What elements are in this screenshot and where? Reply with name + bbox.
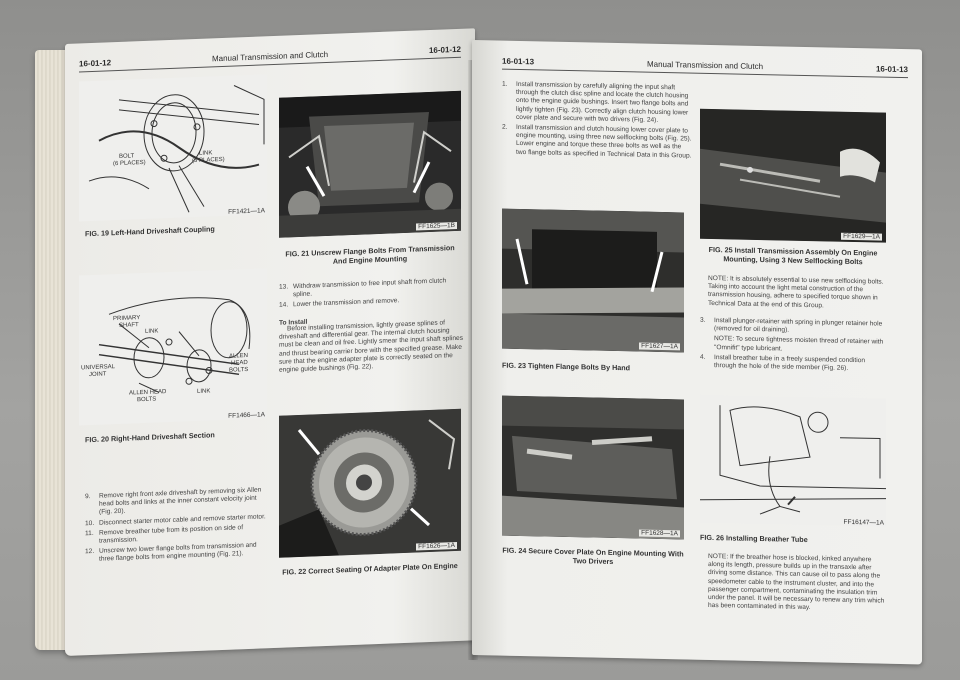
- fig-label: LINK: [197, 388, 211, 395]
- figure-caption: FIG. 21 Unscrew Flange Bolts From Transm…: [285, 243, 455, 266]
- fig-label: BOLTS: [229, 366, 249, 374]
- fig20-drawing: PRIMARY SHAFT LINK UNIVERSAL JOINT ALLEN…: [79, 268, 267, 426]
- fig26-drawing: FF16147—1A: [700, 394, 886, 527]
- figure-code: FF1628—1A: [639, 529, 680, 538]
- driveshaft-section-illustration: [98, 297, 251, 393]
- open-manual: 16-01-12 Manual Transmission and Clutch …: [30, 20, 930, 665]
- instruction-list: 9.Remove right front axle driveshaft by …: [85, 486, 271, 567]
- fig22-photo: FF1626—1A: [279, 408, 461, 558]
- figure-code: FF1466—1A: [228, 411, 265, 420]
- figure-caption: FIG. 19 Left-Hand Driveshaft Coupling: [85, 224, 215, 239]
- fig-label: BOLTS: [137, 396, 157, 404]
- list-item: 1.Install transmission by carefully alig…: [502, 80, 689, 124]
- figure-code: FF1627—1A: [639, 342, 680, 351]
- transmission-assembly-photo: [700, 108, 886, 243]
- fig21-photo: FF1625—1B: [279, 90, 461, 238]
- transmission-photo: [279, 90, 461, 238]
- page-title: Manual Transmission and Clutch: [646, 59, 764, 72]
- right-page: 16-01-13 Manual Transmission and Clutch …: [472, 40, 922, 665]
- note: NOTE: If the breather hose is blocked, k…: [708, 552, 885, 612]
- left-page-header: 16-01-12 Manual Transmission and Clutch …: [79, 45, 461, 76]
- instruction-list: 1.Install transmission by carefully alig…: [502, 81, 692, 163]
- fig25-photo: FF1629—1A: [700, 108, 886, 243]
- right-page-header: 16-01-13 Manual Transmission and Clutch …: [502, 57, 908, 82]
- page-number: 16-01-13: [875, 64, 908, 75]
- figure-caption: FIG. 26 Installing Breather Tube: [700, 532, 808, 545]
- fig-label: (6 PLACES): [113, 159, 146, 168]
- adapter-plate-photo: [279, 408, 461, 558]
- figure-code: FF16147—1A: [843, 518, 884, 527]
- cover-plate-photo: [502, 395, 684, 540]
- fig-label: JOINT: [89, 371, 107, 379]
- breather-tube-illustration: [700, 405, 886, 515]
- left-page: 16-01-12 Manual Transmission and Clutch …: [65, 28, 475, 656]
- figure-code: FF1629—1A: [841, 232, 882, 241]
- list-item: 3.Install plunger-retainer with spring i…: [700, 316, 883, 334]
- fig24-photo: FF1628—1A: [502, 395, 684, 540]
- figure-caption: FIG. 20 Right-Hand Driveshaft Section: [85, 430, 215, 445]
- flange-bolts-photo: [502, 208, 684, 353]
- fig-label: (3 PLACES): [192, 156, 225, 165]
- figure-code: FF1421—1A: [228, 207, 265, 216]
- list-item: 4.Install breather tube in a freely susp…: [700, 353, 866, 372]
- fig23-photo: FF1627—1A: [502, 208, 684, 353]
- paragraph: Before installing transmission, lightly …: [279, 319, 463, 374]
- fig-label: SHAFT: [119, 322, 139, 329]
- instruction-list: 13.Withdraw transmission to free input s…: [279, 277, 463, 313]
- page-number: 16-01-12: [428, 44, 461, 56]
- figure-caption: FIG. 25 Install Transmission Assembly On…: [708, 244, 878, 267]
- figure-caption: FIG. 23 Tighten Flange Bolts By Hand: [502, 360, 631, 373]
- list-item: 2.Install transmission and clutch housin…: [502, 123, 692, 160]
- instruction-list: 3.Install plunger-retainer with spring i…: [700, 317, 886, 376]
- figure-caption: FIG. 24 Secure Cover Plate On Engine Mou…: [502, 545, 684, 566]
- driveshaft-coupling-illustration: [88, 85, 265, 213]
- list-item: NOTE: To secure tightness moisten thread…: [714, 335, 884, 353]
- figure-caption: FIG. 22 Correct Seating Of Adapter Plate…: [282, 560, 458, 577]
- note: NOTE: It is absolutely essential to use …: [708, 274, 884, 309]
- fig-label: LINK: [145, 328, 159, 335]
- fig19-drawing: BOLT (6 PLACES) LINK (3 PLACES) FF1421—1…: [79, 74, 267, 222]
